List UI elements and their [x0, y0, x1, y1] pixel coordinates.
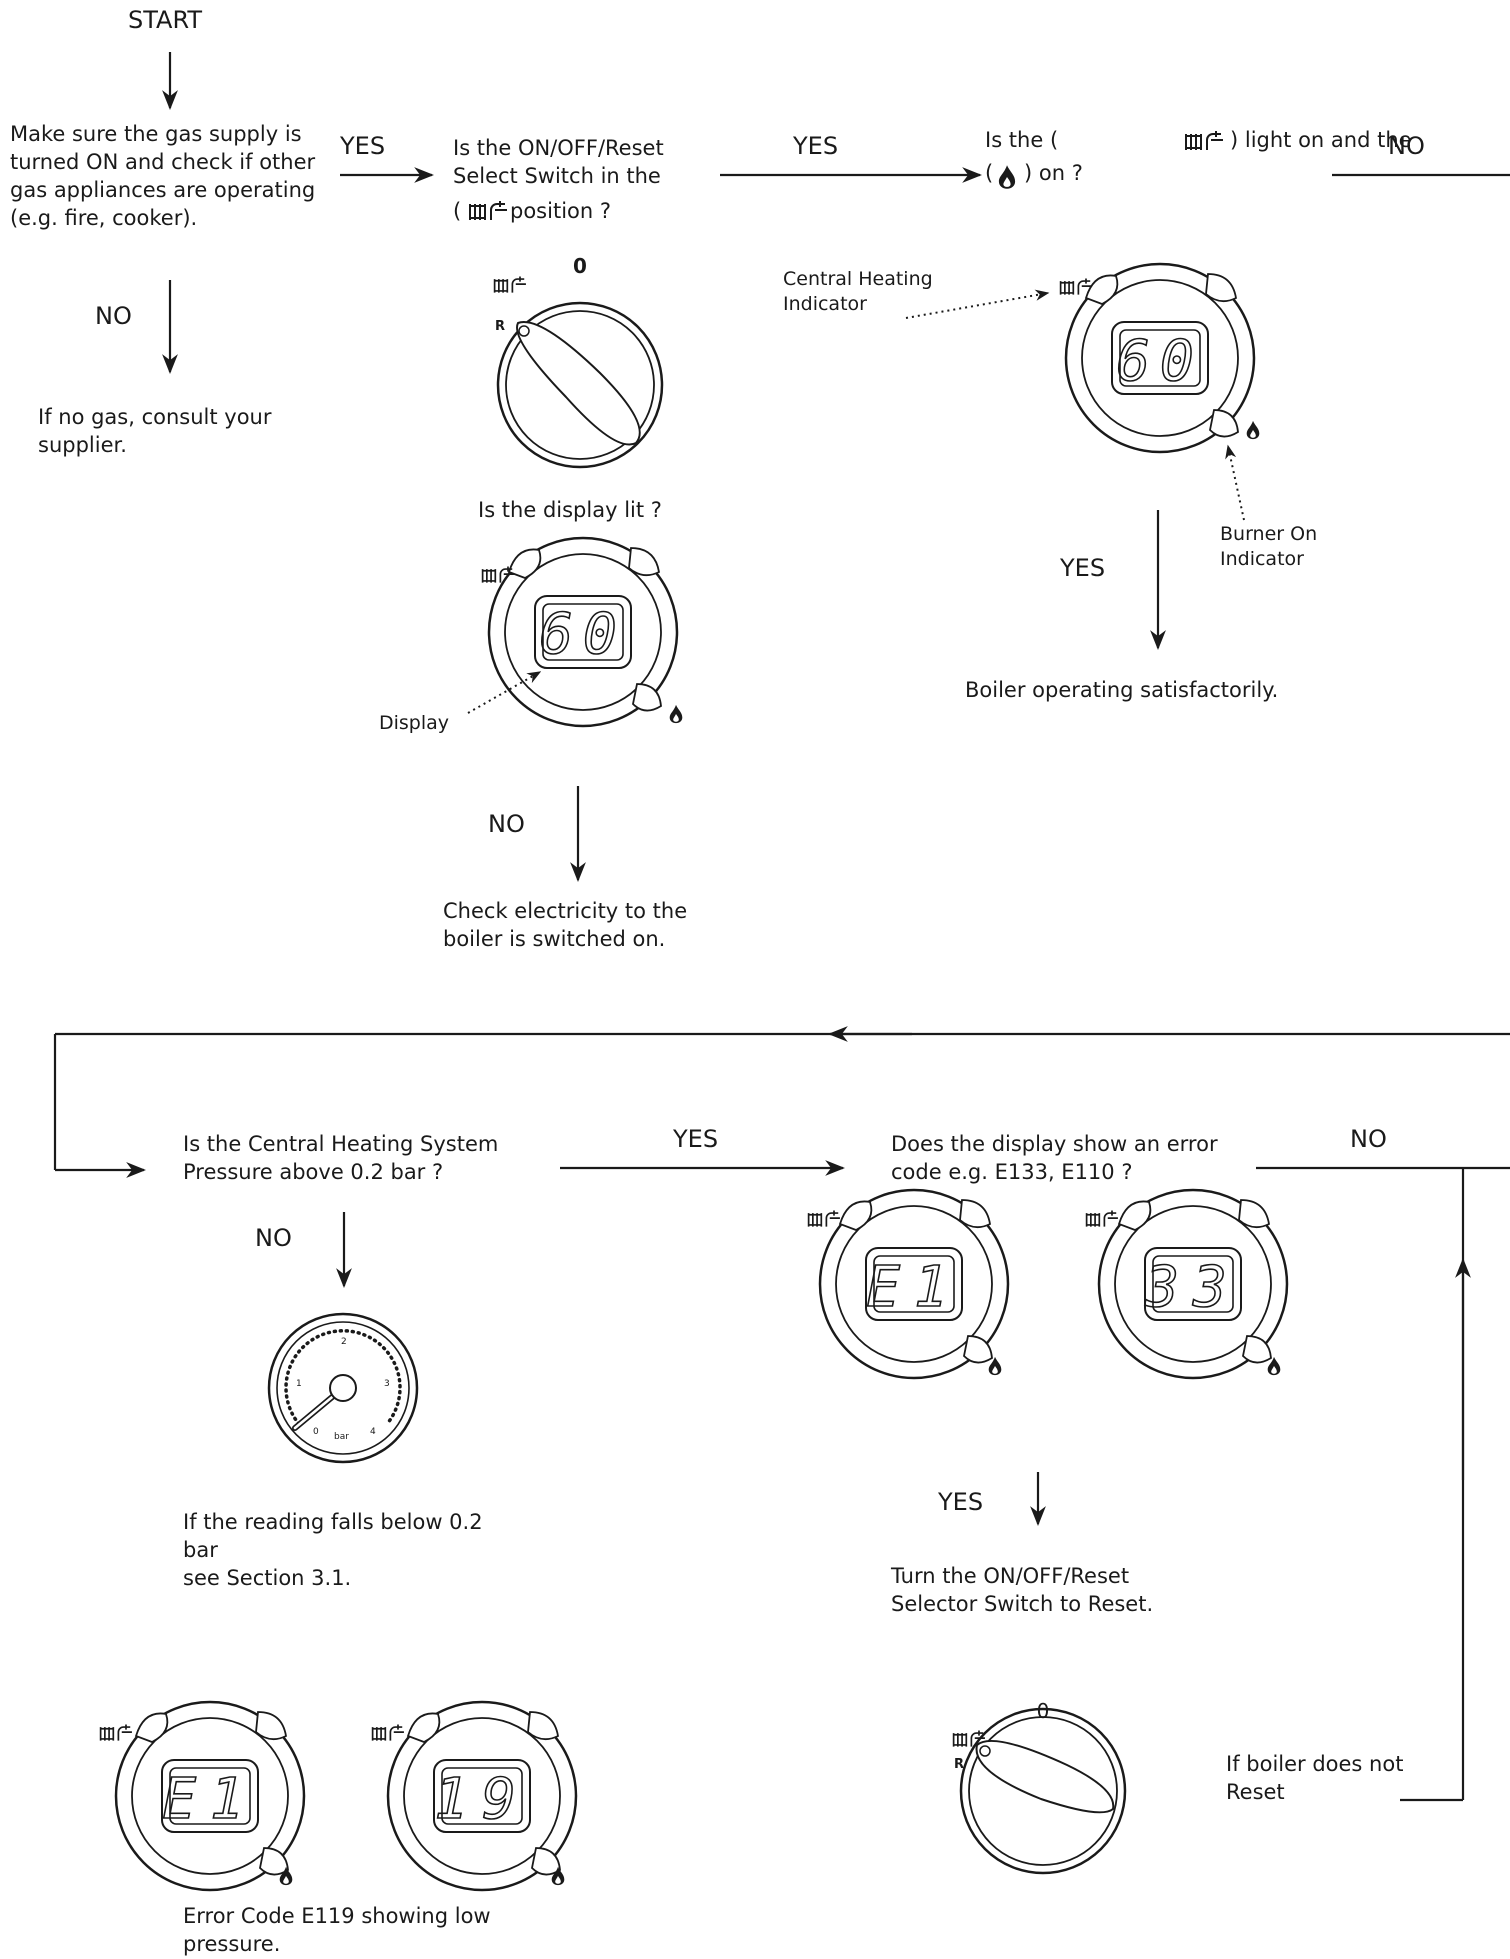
yes-label: YES	[938, 1488, 984, 1516]
display-readout: 60	[1116, 329, 1203, 394]
gauge-unit: bar	[334, 1432, 349, 1442]
start-label: START	[128, 6, 203, 34]
gauge-tick: 0	[313, 1427, 319, 1437]
display-question: Is the display lit ?	[478, 498, 662, 522]
no-label: NO	[95, 302, 132, 330]
pressure-gauge-icon	[267, 1312, 419, 1464]
switch-question-paren: (	[453, 199, 462, 223]
display-readout: E1	[866, 1255, 961, 1320]
display-label: Display	[379, 712, 450, 734]
operating-result: Boiler operating satisfactorily.	[965, 678, 1279, 702]
switch-question-line: Select Switch in the	[453, 164, 661, 188]
light-question-line: ) light on and the	[1230, 128, 1412, 152]
display-readout: 19	[434, 1767, 529, 1832]
switch-zero-label: 0	[1037, 1699, 1050, 1723]
no-gas-result: If no gas, consult your supplier.	[38, 405, 272, 457]
yes-label: YES	[673, 1125, 719, 1153]
switch-question-line: position ?	[510, 199, 612, 223]
switch-r-label: R	[954, 1757, 964, 1772]
light-question-line: ) on ?	[1024, 161, 1083, 185]
selector-switch-icon	[496, 301, 664, 469]
switch-r-label: R	[495, 319, 505, 334]
no-label: NO	[255, 1224, 292, 1252]
error-question: Does the display show an error code e.g.…	[891, 1132, 1218, 1184]
pressure-question: Is the Central Heating System Pressure a…	[183, 1132, 499, 1184]
display-pointer	[467, 671, 542, 714]
no-label: NO	[1388, 132, 1425, 160]
switch-question-line: Is the ON/OFF/Reset	[453, 136, 664, 160]
gauge-tick: 3	[384, 1379, 390, 1389]
gas-supply-step: Make sure the gas supply is turned ON an…	[10, 122, 316, 230]
panel-flame-icon	[669, 704, 683, 724]
yes-label: YES	[340, 132, 386, 160]
reset-instruction: Turn the ON/OFF/Reset Selector Switch to…	[891, 1564, 1154, 1616]
gauge-tick: 1	[296, 1379, 302, 1389]
selector-switch-icon	[959, 1707, 1127, 1875]
light-question-line: Is the (	[985, 128, 1059, 152]
display-readout: 33	[1144, 1255, 1240, 1320]
yes-label: YES	[1060, 554, 1106, 582]
yes-label: YES	[793, 132, 839, 160]
gauge-tick: 4	[370, 1427, 376, 1437]
burner-indicator-pointer	[1225, 444, 1245, 521]
error-code-caption: Error Code E119 showing low pressure.	[183, 1904, 491, 1956]
no-display-result: Check electricity to the boiler is switc…	[443, 899, 688, 951]
no-label: NO	[1350, 1125, 1387, 1153]
display-readout: E1	[162, 1767, 257, 1832]
gauge-tick: 2	[341, 1337, 347, 1347]
low-pressure-result: If the reading falls below 0.2 bar see S…	[183, 1510, 483, 1590]
panel-radiator-tap-icon	[807, 1209, 840, 1228]
panel-radiator-tap-icon	[371, 1723, 404, 1742]
question-radiator-tap-icon	[1184, 129, 1224, 152]
light-question-line: (	[985, 161, 994, 185]
switch-radiator-tap-icon	[493, 275, 526, 294]
panel-radiator-tap-icon	[99, 1723, 132, 1742]
ch-indicator-pointer	[905, 289, 1050, 319]
burner-flame-icon	[1246, 420, 1260, 440]
gauge-scale: 0 1 2 3 4 bar	[296, 1337, 390, 1442]
no-reset-text: If boiler does not Reset	[1226, 1752, 1404, 1804]
burner-indicator-label: Burner On Indicator	[1220, 523, 1318, 570]
panel-radiator-tap-icon	[1085, 1209, 1118, 1228]
switch-zero-label: 0	[573, 254, 587, 278]
no-label: NO	[488, 810, 525, 838]
question-radiator-tap-icon	[468, 199, 508, 222]
display-readout: 60	[539, 602, 626, 667]
ch-indicator-label: Central Heating Indicator	[783, 268, 933, 315]
question-flame-icon	[998, 165, 1016, 189]
